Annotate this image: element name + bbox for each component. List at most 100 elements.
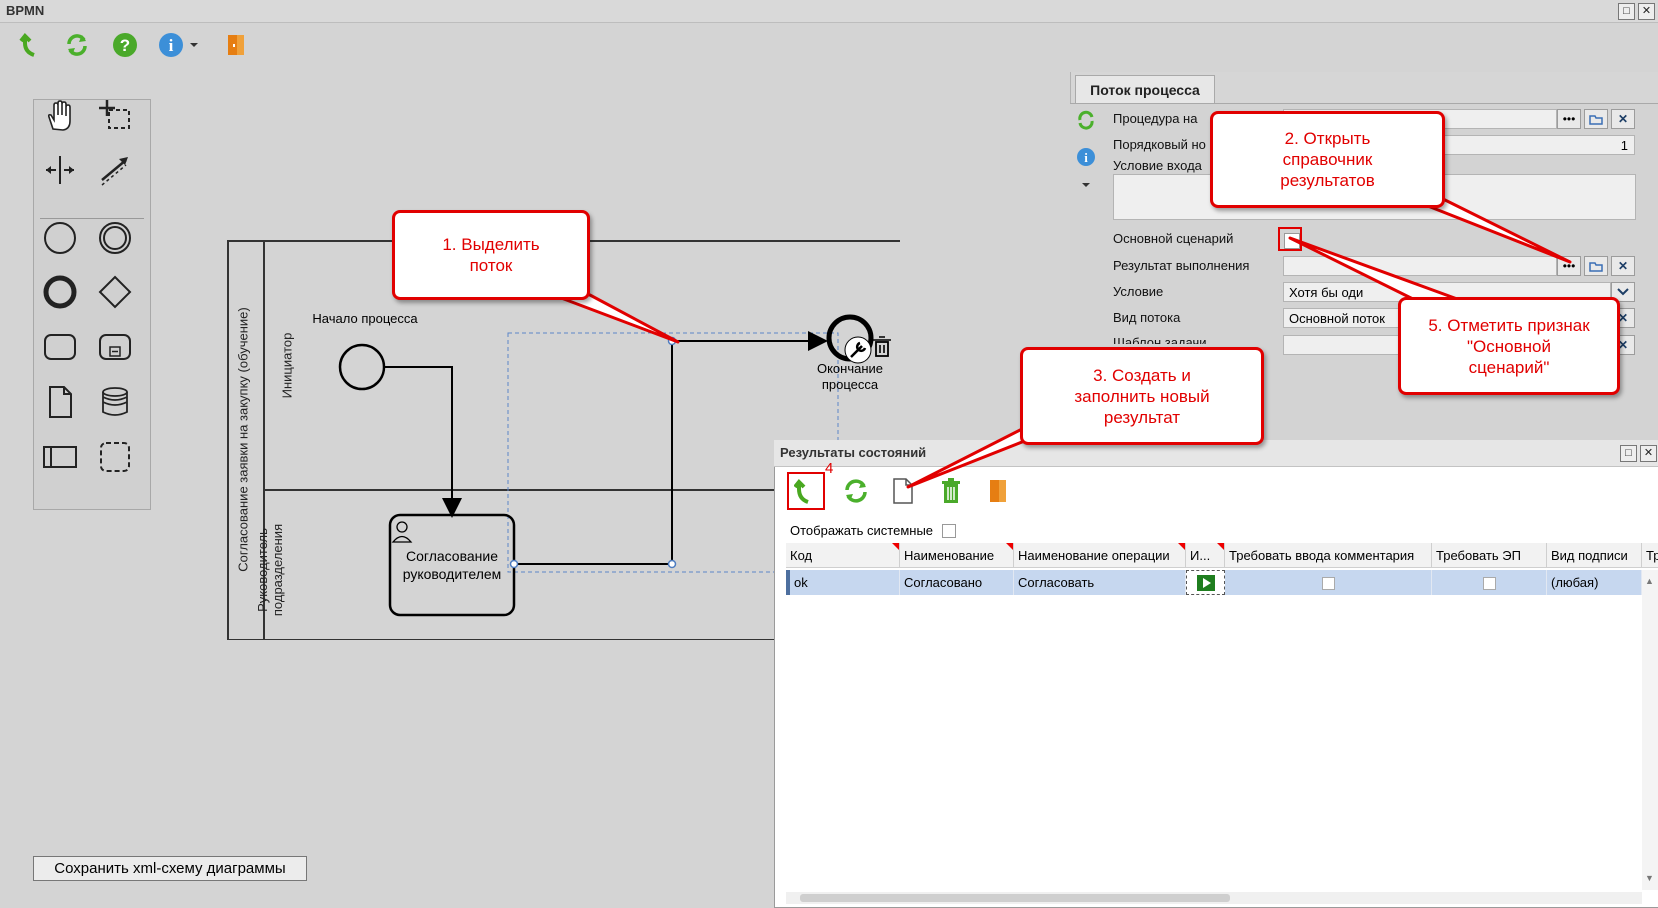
label-condition-entry: Условие входа <box>1113 158 1202 173</box>
col-header-i[interactable]: И... <box>1186 543 1225 568</box>
clear-icon[interactable]: ✕ <box>1611 256 1635 276</box>
col-header-text: Наименование операции <box>1018 548 1170 563</box>
back-arrow-icon[interactable] <box>787 472 825 510</box>
data-object-icon[interactable] <box>40 382 80 422</box>
label-order: Порядковый но <box>1113 137 1206 152</box>
info-icon[interactable]: i <box>156 30 186 60</box>
pool-icon[interactable] <box>40 437 80 477</box>
show-system-checkbox[interactable] <box>942 524 956 538</box>
col-header-more[interactable]: Тр <box>1642 543 1658 568</box>
label-result: Результат выполнения <box>1113 258 1250 273</box>
scroll-down-icon[interactable]: ▼ <box>1645 873 1654 883</box>
end-event-icon[interactable] <box>40 272 80 312</box>
flow-start-to-task[interactable] <box>384 366 462 518</box>
chevron-down-icon[interactable] <box>1611 282 1635 302</box>
col-header-text: Код <box>790 548 813 563</box>
hand-tool-icon[interactable] <box>40 96 80 136</box>
cell-name[interactable]: Согласовано <box>900 570 1014 595</box>
results-title: Результаты состояний <box>780 445 927 460</box>
gateway-icon[interactable] <box>95 272 135 312</box>
label-condition: Условие <box>1113 284 1164 299</box>
props-info-icon[interactable]: i <box>1076 147 1096 170</box>
col-header-operation[interactable]: Наименование операции <box>1014 543 1186 568</box>
cell-signature[interactable]: (любая) <box>1547 570 1642 595</box>
trash-icon[interactable] <box>873 336 891 357</box>
space-tool-icon[interactable] <box>40 150 80 190</box>
col-header-signature[interactable]: Вид подписи <box>1547 543 1642 568</box>
show-system-label: Отображать системные <box>790 523 934 538</box>
vertical-scrollbar[interactable] <box>1642 570 1658 890</box>
label-template: Шаблон задачи <box>1113 335 1207 344</box>
start-event-label: Начало процесса <box>312 311 418 326</box>
col-header-require-comment[interactable]: Требовать ввода комментария <box>1225 543 1432 568</box>
exit-door-icon[interactable] <box>986 477 1010 508</box>
svg-text:i: i <box>169 36 174 55</box>
folder-icon[interactable] <box>1584 109 1608 129</box>
data-store-icon[interactable] <box>95 382 135 422</box>
results-titlebar: Результаты состояний □ ✕ <box>774 440 1658 467</box>
exit-door-icon[interactable] <box>221 30 251 60</box>
callout-step5: 5. Отметить признак "Основной сценарий" <box>1398 297 1620 395</box>
callout-step1: 1. Выделить поток <box>392 210 590 300</box>
svg-text:i: i <box>1084 150 1088 165</box>
require-ep-checkbox[interactable] <box>1482 577 1496 591</box>
window-titlebar: BPMN □ ✕ <box>0 0 1658 23</box>
cell-code[interactable]: ok <box>790 570 900 595</box>
play-icon[interactable] <box>1186 570 1225 595</box>
flow-task-to-end[interactable] <box>514 331 828 565</box>
cell-require-ep[interactable] <box>1432 570 1547 595</box>
col-header-text: Требовать ЭП <box>1436 548 1521 563</box>
close-button[interactable]: ✕ <box>1640 445 1657 462</box>
label-flow-type: Вид потока <box>1113 310 1181 325</box>
svg-text:?: ? <box>120 36 130 55</box>
intermediate-event-icon[interactable] <box>95 218 135 258</box>
col-header-text: Тр <box>1646 548 1658 563</box>
procedure-lookup-button[interactable]: ••• <box>1557 109 1581 129</box>
help-icon[interactable]: ? <box>110 30 140 60</box>
col-header-text: Требовать ввода комментария <box>1229 548 1415 563</box>
scroll-up-icon[interactable]: ▲ <box>1645 576 1654 586</box>
props-dropdown-icon[interactable] <box>1081 177 1091 192</box>
folder-icon[interactable] <box>1584 256 1608 276</box>
task-icon[interactable] <box>40 327 80 367</box>
maximize-button[interactable]: □ <box>1620 445 1637 462</box>
cell-operation[interactable]: Согласовать <box>1014 570 1186 595</box>
close-button[interactable]: ✕ <box>1638 3 1655 20</box>
new-document-icon[interactable] <box>891 477 915 508</box>
connect-tool-icon[interactable] <box>95 150 135 190</box>
cell-require-comment[interactable] <box>1225 570 1432 595</box>
dropdown-arrow-icon[interactable] <box>187 30 201 60</box>
wrench-icon[interactable] <box>844 336 872 364</box>
col-header-code[interactable]: Код <box>786 543 900 568</box>
maximize-button[interactable]: □ <box>1618 3 1635 20</box>
refresh-icon[interactable] <box>842 477 870 508</box>
subprocess-icon[interactable] <box>95 327 135 367</box>
horizontal-scrollbar[interactable] <box>786 892 1642 904</box>
label-procedure: Процедура на <box>1113 111 1198 126</box>
window-title: BPMN <box>6 3 45 18</box>
end-event-label: Окончание процесса <box>816 361 884 392</box>
tab-process-flow[interactable]: Поток процесса <box>1075 75 1215 104</box>
props-refresh-icon[interactable] <box>1076 110 1096 133</box>
save-xml-button[interactable]: Сохранить xml-схему диаграммы <box>33 856 307 881</box>
callout-step3: 3. Создать и заполнить новый результат <box>1020 347 1264 445</box>
col-header-require-ep[interactable]: Требовать ЭП <box>1432 543 1547 568</box>
lasso-select-icon[interactable] <box>95 96 135 136</box>
col-header-text: И... <box>1190 548 1211 563</box>
require-comment-checkbox[interactable] <box>1321 577 1335 591</box>
horizontal-scroll-thumb[interactable] <box>800 894 1230 902</box>
result-lookup-button[interactable]: ••• <box>1557 256 1581 276</box>
group-icon[interactable] <box>95 437 135 477</box>
start-event-icon[interactable] <box>40 218 80 258</box>
label-main-scenario: Основной сценарий <box>1113 231 1234 246</box>
col-header-name[interactable]: Наименование <box>900 543 1014 568</box>
row-indicator <box>786 570 790 595</box>
refresh-icon[interactable] <box>62 30 92 60</box>
step-badge: 4 <box>825 460 834 477</box>
back-arrow-icon[interactable] <box>16 30 46 60</box>
col-header-text: Вид подписи <box>1551 548 1628 563</box>
trash-icon[interactable] <box>939 477 963 508</box>
clear-icon[interactable]: ✕ <box>1611 109 1635 129</box>
callout-step2: 2. Открыть справочник результатов <box>1210 111 1445 208</box>
